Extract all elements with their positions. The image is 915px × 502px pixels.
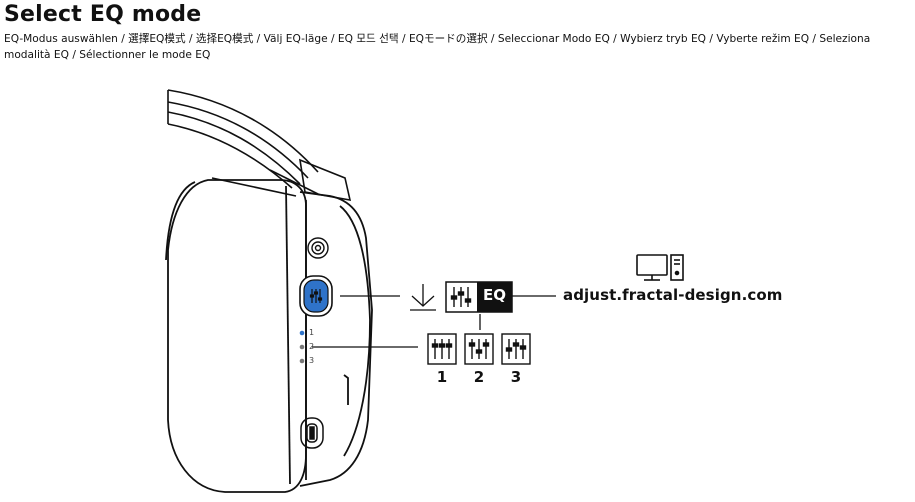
led-label-1: 1 xyxy=(309,328,315,337)
eq-badge xyxy=(445,281,513,313)
eq-badge-label: EQ xyxy=(483,286,506,304)
translations-text: EQ-Modus auswählen / 選擇EQ模式 / 选择EQ模式 / V… xyxy=(4,33,871,61)
down-arrow-icon xyxy=(410,284,436,311)
page-title: Select EQ mode xyxy=(4,2,202,27)
led-label-2: 2 xyxy=(309,342,315,351)
earcup-shell xyxy=(285,185,373,487)
led-3 xyxy=(299,358,305,364)
led-2 xyxy=(299,344,305,350)
ear-cushion xyxy=(165,179,307,493)
led-label-3: 3 xyxy=(309,356,315,365)
usb-c-port-icon xyxy=(300,417,324,449)
eq-mode-1-icon xyxy=(427,333,457,365)
configurator-url: adjust.fractal-design.com xyxy=(563,286,783,304)
led-1 xyxy=(299,330,305,336)
headband xyxy=(167,89,352,201)
eq-button[interactable] xyxy=(299,275,333,317)
eq-mode-number-3: 3 xyxy=(510,368,522,386)
eq-button-icon xyxy=(309,289,323,303)
eq-mode-3-icon xyxy=(501,333,531,365)
eq-mode-number-2: 2 xyxy=(473,368,485,386)
callout-lines xyxy=(312,295,556,348)
eq-sliders-icon xyxy=(450,287,472,307)
eq-mode-number-1: 1 xyxy=(436,368,448,386)
computer-icon xyxy=(636,254,684,281)
microphone-jack-icon xyxy=(307,237,329,259)
eq-led-indicators xyxy=(299,330,305,364)
eq-mode-2-icon xyxy=(464,333,494,365)
